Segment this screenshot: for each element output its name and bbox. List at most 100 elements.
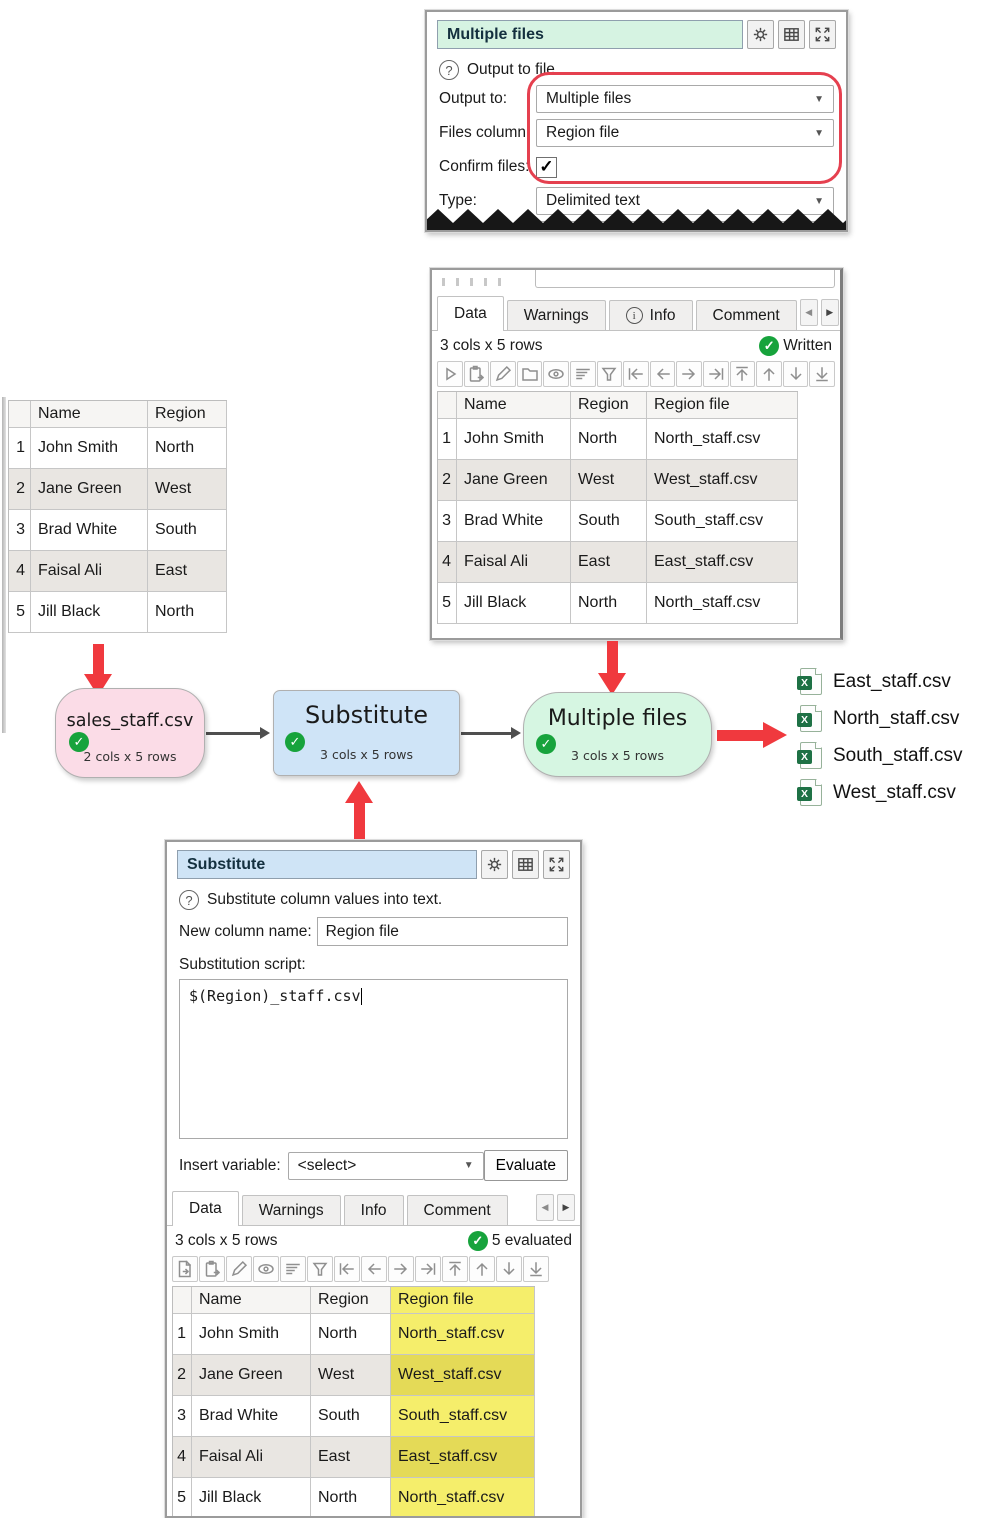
insert-variable-select[interactable]: <select> ▼ [287, 1151, 484, 1180]
flow-node-input[interactable]: sales_staff.csv 2 cols x 5 rows [55, 688, 205, 778]
pencil-toolbar-button[interactable] [490, 361, 516, 387]
type-select[interactable]: Delimited text▼ [536, 187, 834, 215]
play-toolbar-button[interactable] [437, 361, 463, 387]
left-toolbar-button[interactable] [649, 361, 676, 387]
file-toolbar-button[interactable] [172, 1256, 198, 1282]
row-number-header [9, 401, 31, 428]
bar-right-toolbar-button[interactable] [702, 361, 729, 387]
output-file-name: East_staff.csv [833, 670, 951, 692]
sort-toolbar-button[interactable] [280, 1256, 306, 1282]
bar-left-icon [626, 364, 646, 384]
help-icon[interactable]: ? [439, 60, 459, 80]
red-arrow-head [598, 673, 626, 695]
expand-button[interactable] [543, 850, 570, 879]
up-toolbar-button[interactable] [756, 361, 782, 387]
row-number: 2 [9, 469, 31, 510]
cell: Faisal Ali [457, 542, 571, 583]
eye-toolbar-button[interactable] [253, 1256, 279, 1282]
bar-left-toolbar-button[interactable] [334, 1256, 360, 1282]
right-toolbar-button[interactable] [388, 1256, 414, 1282]
bar-up-toolbar-button[interactable] [729, 361, 756, 387]
column-header-name[interactable]: Name [192, 1287, 311, 1314]
flow-node-output[interactable]: Multiple files 3 cols x 5 rows [523, 692, 712, 777]
funnel-toolbar-button[interactable] [307, 1256, 333, 1282]
bar-down-toolbar-button[interactable] [809, 361, 835, 387]
column-header-region[interactable]: Region [571, 392, 647, 419]
left-toolbar-button[interactable] [361, 1256, 387, 1282]
tabs-scroll-right-button[interactable]: ▶ [820, 299, 839, 326]
expand-button[interactable] [809, 20, 836, 49]
column-header-name[interactable]: Name [457, 392, 571, 419]
down-toolbar-button[interactable] [496, 1256, 522, 1282]
funnel-toolbar-button[interactable] [596, 361, 623, 387]
paste-toolbar-button[interactable] [463, 361, 490, 387]
column-header-region[interactable]: Region [148, 401, 227, 428]
substitution-script-textarea[interactable]: $(Region)_staff.csv [179, 979, 568, 1139]
column-header-region[interactable]: Region [311, 1287, 391, 1314]
tab-info[interactable]: Info [343, 1195, 404, 1225]
row-number: 2 [438, 460, 457, 501]
bar-up-toolbar-button[interactable] [442, 1256, 468, 1282]
new-column-input[interactable]: Region file [316, 917, 568, 946]
tabs-scroll-left-button[interactable]: ◀ [536, 1194, 554, 1221]
files-column-select[interactable]: Region file▼ [536, 119, 834, 147]
insert-variable-value: <select> [297, 1156, 357, 1174]
settings-gear-button[interactable] [481, 850, 508, 879]
tab-comment[interactable]: Comment [406, 1195, 508, 1225]
column-header-region-file[interactable]: Region file [647, 392, 798, 419]
help-icon[interactable]: ? [179, 890, 199, 910]
bar-down-toolbar-button[interactable] [523, 1256, 549, 1282]
tab-data[interactable]: Data [172, 1191, 239, 1226]
bar-down-icon [812, 364, 832, 384]
flow-node-substitute[interactable]: Substitute 3 cols x 5 rows [273, 690, 460, 776]
sort-toolbar-button[interactable] [569, 361, 596, 387]
tab-warnings[interactable]: Warnings [506, 300, 606, 330]
up-toolbar-button[interactable] [469, 1256, 495, 1282]
cell: Jane Green [457, 460, 571, 501]
bar-right-toolbar-button[interactable] [415, 1256, 441, 1282]
gear-icon [485, 855, 504, 874]
node-subtitle: 2 cols x 5 rows [83, 749, 177, 764]
table-view-button[interactable] [778, 20, 805, 49]
right-toolbar-button[interactable] [676, 361, 702, 387]
tab-data[interactable]: Data [437, 296, 504, 331]
paste-toolbar-button[interactable] [199, 1256, 225, 1282]
output-to-select[interactable]: Multiple files▼ [536, 85, 834, 113]
tab-comment[interactable]: Comment [695, 300, 797, 330]
settings-gear-button[interactable] [747, 20, 774, 49]
evaluate-button[interactable]: Evaluate [483, 1150, 568, 1181]
pencil-toolbar-button[interactable] [226, 1256, 252, 1282]
tabs-scroll-left-button[interactable]: ◀ [799, 299, 818, 326]
eye-toolbar-button[interactable] [543, 361, 569, 387]
red-arrow-head [345, 781, 373, 803]
bar-left-icon [337, 1259, 357, 1279]
column-header-region-file[interactable]: Region file [391, 1287, 535, 1314]
written-status: Written [783, 337, 832, 354]
table-view-button[interactable] [512, 850, 539, 879]
bar-left-toolbar-button[interactable] [623, 361, 649, 387]
down-toolbar-button[interactable] [782, 361, 809, 387]
column-header-name[interactable]: Name [31, 401, 148, 428]
tab-warnings[interactable]: Warnings [241, 1195, 341, 1225]
confirm-files-checkbox[interactable]: ✓ [536, 156, 557, 178]
substitute-panel: Substitute ? Substitute column values in… [165, 840, 582, 1518]
tabs-scroll-right-button[interactable]: ▶ [557, 1194, 575, 1221]
folder-toolbar-button[interactable] [516, 361, 543, 387]
